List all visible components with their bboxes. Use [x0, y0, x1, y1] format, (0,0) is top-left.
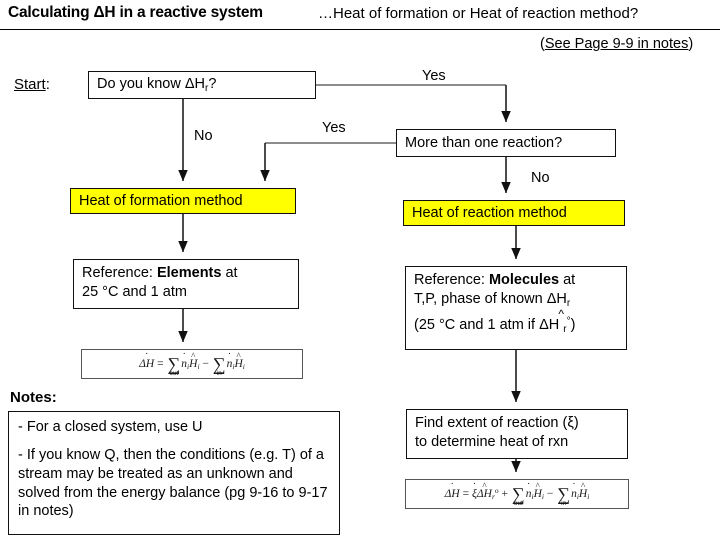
equation-1: ΔH = ∑outniHi − ∑inniHi [139, 353, 245, 377]
header-divider [0, 29, 720, 30]
info-box-reference-elements[interactable]: Reference: Elements at 25 °C and 1 atm [73, 259, 299, 309]
eq2-sum-out-limit: out [513, 500, 523, 508]
know-dhr-prefix: Do you know ΔH [97, 75, 206, 92]
heat-of-formation-label: Heat of formation method [79, 192, 243, 209]
eq2-n-in-sub: i [576, 492, 579, 502]
equation-2: ΔH = ξΔHro + ∑outniHi − ∑inniHi [444, 484, 590, 508]
ref-mol-line3-sup: ° [566, 316, 571, 328]
eq1-H-out: H [189, 357, 198, 370]
ref-mol-line3-close: ) [570, 317, 576, 334]
know-dhr-suffix: ? [208, 75, 217, 92]
eq1-sum-out-limit: out [169, 369, 179, 377]
eq1-H-in-sub: i [242, 361, 245, 371]
eq1-n-in: n [226, 357, 233, 370]
eq2-sum-in-limit: in [561, 500, 567, 508]
eq1-lhs: ΔH [139, 357, 155, 370]
eq1-sum-out: ∑out [167, 353, 181, 377]
process-box-heat-of-reaction-method[interactable]: Heat of reaction method [403, 200, 625, 226]
eq2-dHr-sup: o [494, 486, 499, 496]
notes-heading-text: Notes [10, 389, 52, 406]
see-page-close-paren: ) [688, 36, 694, 52]
process-box-heat-of-formation-method[interactable]: Heat of formation method [70, 188, 296, 214]
reference-elements-line1: Reference: Elements at [82, 265, 238, 281]
process-box-find-extent-of-reaction[interactable]: Find extent of reaction (ξ) to determine… [406, 409, 628, 459]
eq1-sum-in: ∑in [212, 353, 226, 377]
eq1-minus: − [202, 357, 209, 370]
equation-box-enthalpy-balance-formation[interactable]: ΔH = ∑outniHi − ∑inniHi [81, 349, 303, 379]
see-page-link-text: See Page 9-9 in notes [544, 36, 689, 52]
eq2-sum-in: ∑in [557, 484, 571, 508]
heat-of-reaction-label: Heat of reaction method [412, 204, 567, 221]
decision-box-know-heat-of-reaction[interactable]: Do you know ΔHr? [88, 71, 316, 99]
page-title: Calculating ΔH in a reactive system [8, 4, 263, 21]
eq1-n-in-sub: i [232, 361, 235, 371]
eq1-H-in: H [234, 357, 243, 370]
ref-mol-line2-sub: r [566, 297, 571, 309]
eq1-equals: = [157, 357, 164, 370]
equation-box-enthalpy-balance-reaction[interactable]: ΔH = ξΔHro + ∑outniHi − ∑inniHi [405, 479, 629, 509]
ref-elem-suffix: at [221, 265, 238, 281]
ref-mol-prefix: Reference: [414, 272, 489, 288]
page-subtitle: …Heat of formation or Heat of reaction m… [318, 5, 639, 22]
notes-box[interactable]: - For a closed system, use U - If you kn… [8, 411, 340, 535]
eq1-sum-in-limit: in [216, 369, 222, 377]
box-know-dhr-text: Do you know ΔHr? [97, 75, 216, 96]
ref-mol-line3-text: (25 °C and 1 atm if ΔH [414, 317, 560, 334]
eq1-H-out-sub: i [197, 361, 200, 371]
eq1-n-out: n [181, 357, 188, 370]
find-extent-line2: to determine heat of rxn [415, 433, 569, 450]
edge-label-no-left: No [194, 128, 213, 144]
eq2-H-out-sub: i [541, 492, 544, 502]
edge-label-yes-middle: Yes [322, 120, 346, 136]
decision-box-more-than-one-reaction[interactable]: More than one reaction? [396, 129, 616, 157]
info-box-reference-molecules[interactable]: Reference: Molecules at T,P, phase of kn… [405, 266, 627, 350]
more-reaction-label: More than one reaction? [405, 134, 563, 151]
see-page-reference: (See Page 9-9 in notes) [540, 36, 693, 52]
eq2-H-in-sub: i [587, 492, 590, 502]
ref-mol-line3-hat [559, 316, 563, 335]
notes-heading-colon: : [51, 389, 57, 406]
ref-mol-suffix: at [559, 272, 576, 288]
reference-molecules-line2: T,P, phase of known ΔHr [414, 290, 571, 309]
eq2-n-in: n [571, 488, 577, 501]
eq2-sum-out: ∑out [511, 484, 525, 508]
ref-mol-line3-sub: r [563, 324, 567, 336]
ref-mol-line2-text: T,P, phase of known ΔH [414, 290, 567, 307]
eq2-n-out-sub: i [531, 492, 534, 502]
start-label: Start: [14, 76, 50, 93]
start-label-text: Start [14, 76, 46, 93]
eq2-equals: = [462, 488, 470, 501]
ref-mol-bold: Molecules [488, 272, 560, 288]
notes-heading: Notes: [10, 389, 57, 406]
eq2-dHr-sub: r [491, 492, 495, 502]
eq2-minus: − [546, 488, 554, 501]
edge-label-no-right: No [531, 170, 550, 186]
see-page-open-paren: ( [540, 36, 545, 52]
eq1-n-out-sub: i [187, 361, 190, 371]
reference-molecules-line1: Reference: Molecules at [414, 272, 575, 288]
reference-molecules-line3: (25 °C and 1 atm if ΔH r°) [414, 316, 576, 336]
ref-elem-prefix: Reference: [82, 265, 157, 281]
eq2-lhs: ΔH [444, 488, 460, 501]
reference-elements-line2: 25 °C and 1 atm [82, 283, 187, 300]
eq2-H-out: H [533, 488, 542, 501]
find-extent-line1: Find extent of reaction (ξ) [415, 415, 579, 431]
start-label-colon: : [45, 76, 50, 93]
eq2-plus: + [501, 488, 509, 501]
note-item: - If you know Q, then the conditions (e.… [18, 446, 328, 520]
edge-label-yes-top: Yes [422, 68, 446, 84]
eq2-n-out: n [525, 488, 532, 501]
note-item: - For a closed system, use U [18, 419, 203, 435]
eq2-dHr: ΔH [476, 488, 492, 501]
eq2-H-in: H [578, 488, 588, 501]
know-dhr-subscript: r [205, 82, 209, 94]
ref-elem-bold: Elements [156, 265, 222, 281]
